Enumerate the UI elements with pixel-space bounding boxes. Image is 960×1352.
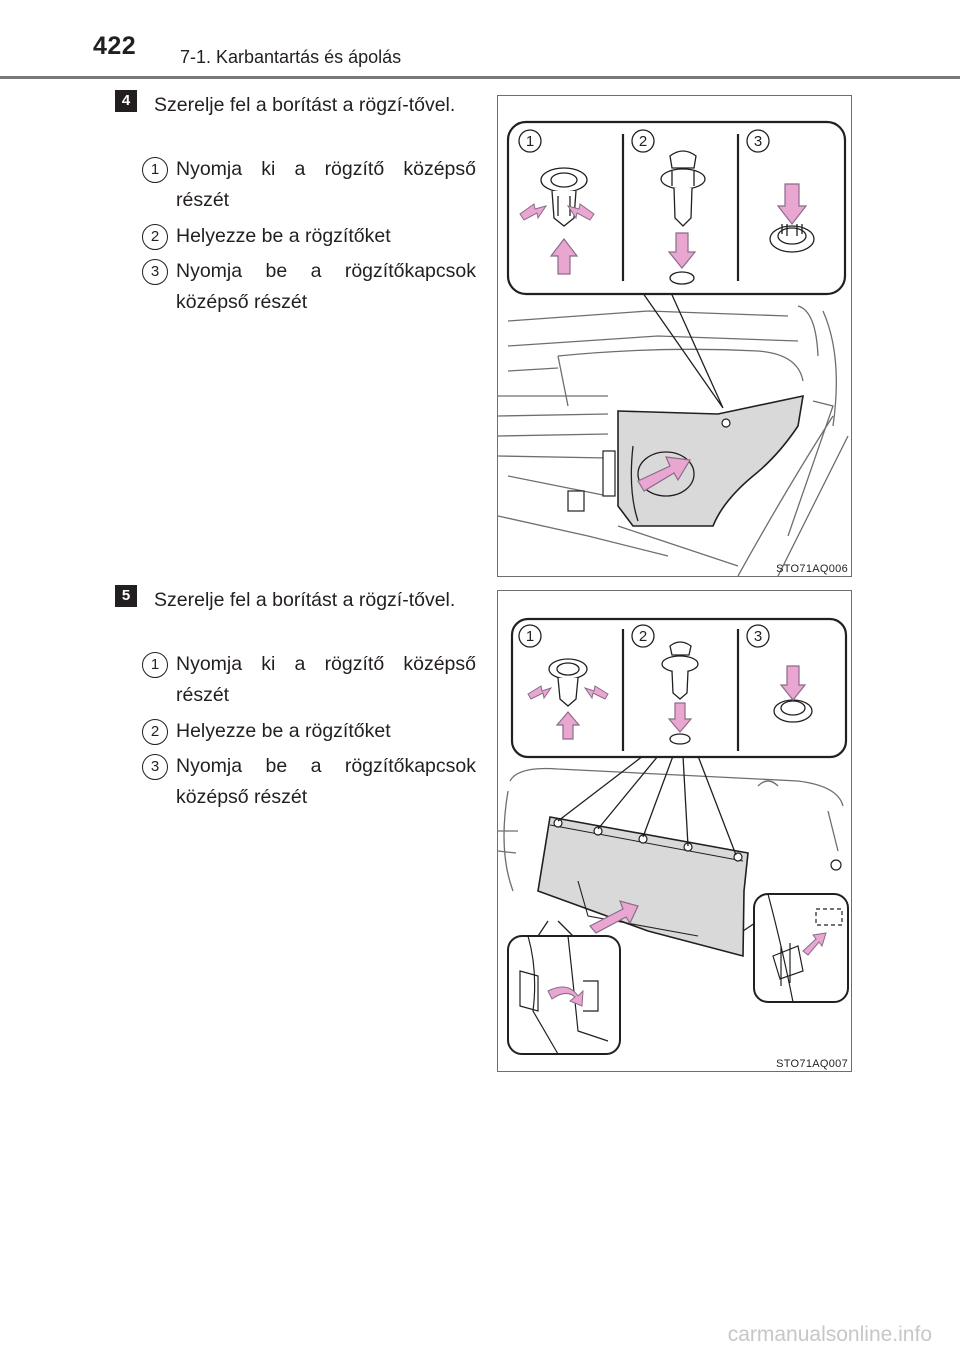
figure-code: STO71AQ007	[776, 1058, 848, 1070]
substep-marker: 1	[142, 652, 168, 678]
inset-label-circle	[631, 129, 655, 153]
arrow-down-icon	[667, 702, 693, 733]
detail-inset-left	[507, 935, 621, 1055]
inset-label-circle	[746, 624, 770, 648]
step-instruction: Szerelje fel a borítást a rögzí-tővel.	[154, 589, 456, 611]
clip-holes	[553, 818, 743, 862]
substep-marker: 1	[142, 157, 168, 183]
substep-marker: 2	[142, 224, 168, 250]
inset-label-circle	[518, 129, 542, 153]
arrow-icon	[583, 685, 609, 700]
substep-marker: 2	[142, 719, 168, 745]
clip-release-illustration	[548, 658, 588, 707]
arrow-up-icon	[549, 238, 579, 275]
substep-text: Helyezze be a rögzítőket	[176, 225, 391, 247]
clip-insert-illustration	[661, 641, 699, 745]
arrow-down-icon	[779, 665, 807, 701]
arrow-down-icon	[776, 183, 808, 225]
step-number-badge: 5	[115, 585, 137, 607]
rotate-arrow-icon	[547, 986, 584, 1007]
substep-text: Nyomja ki a rögzítő középső részét	[176, 158, 476, 211]
header-rule	[0, 76, 960, 79]
arrow-icon	[519, 203, 548, 221]
substep-text: Helyezze be a rögzítőket	[176, 720, 391, 742]
substep-text: Nyomja be a rögzítőkapcsok középső részé…	[176, 755, 476, 808]
figure-cover-clip-rear: 1 2 3 STO7	[497, 95, 852, 577]
clip-lock-illustration	[769, 224, 815, 253]
inset-label: 1	[526, 628, 534, 645]
arrow-icon	[802, 932, 827, 956]
push-arrow-icon	[637, 456, 691, 492]
cover-panel	[617, 394, 804, 527]
page-header: 422 7-1. Karbantartás és ápolás	[0, 0, 960, 79]
watermark: carmanualsonline.info	[727, 1323, 932, 1346]
substep-text: Nyomja ki a rögzítő középső részét	[176, 653, 476, 706]
arrow-icon	[566, 203, 595, 221]
inset-label-circle	[518, 624, 542, 648]
clip-release-illustration	[540, 167, 588, 227]
inset-label: 2	[639, 628, 647, 645]
arrow-down-icon	[667, 232, 697, 269]
clip-insert-illustration	[660, 150, 706, 285]
substep-marker: 3	[142, 754, 168, 780]
push-arrow-icon	[589, 900, 639, 934]
step-instruction: Szerelje fel a borítást a rögzí-tővel.	[154, 94, 456, 116]
step-number-badge: 4	[115, 90, 137, 112]
illustration-cover-installation: 1 2 3	[498, 120, 849, 576]
clip-hole	[721, 418, 731, 428]
inset-label: 3	[754, 133, 762, 150]
inset-label: 1	[526, 133, 534, 150]
page-number: 422	[93, 32, 137, 60]
clip-lock-illustration	[773, 699, 813, 723]
detail-inset-right	[753, 893, 849, 1003]
substep-text: Nyomja be a rögzítőkapcsok középső részé…	[176, 260, 476, 313]
substep-marker: 3	[142, 259, 168, 285]
inset-label: 3	[754, 628, 762, 645]
figure-cover-clip-side: 1 2 3	[497, 590, 852, 1072]
inset-label-circle	[631, 624, 655, 648]
illustration-cover-installation: 1 2 3	[498, 617, 849, 1055]
arrow-up-icon	[555, 711, 581, 740]
section-title: 7-1. Karbantartás és ápolás	[180, 47, 402, 67]
figure-code: STO71AQ006	[776, 563, 848, 575]
arrow-icon	[527, 685, 553, 700]
inset-label-circle	[746, 129, 770, 153]
inset-label: 2	[639, 133, 647, 150]
